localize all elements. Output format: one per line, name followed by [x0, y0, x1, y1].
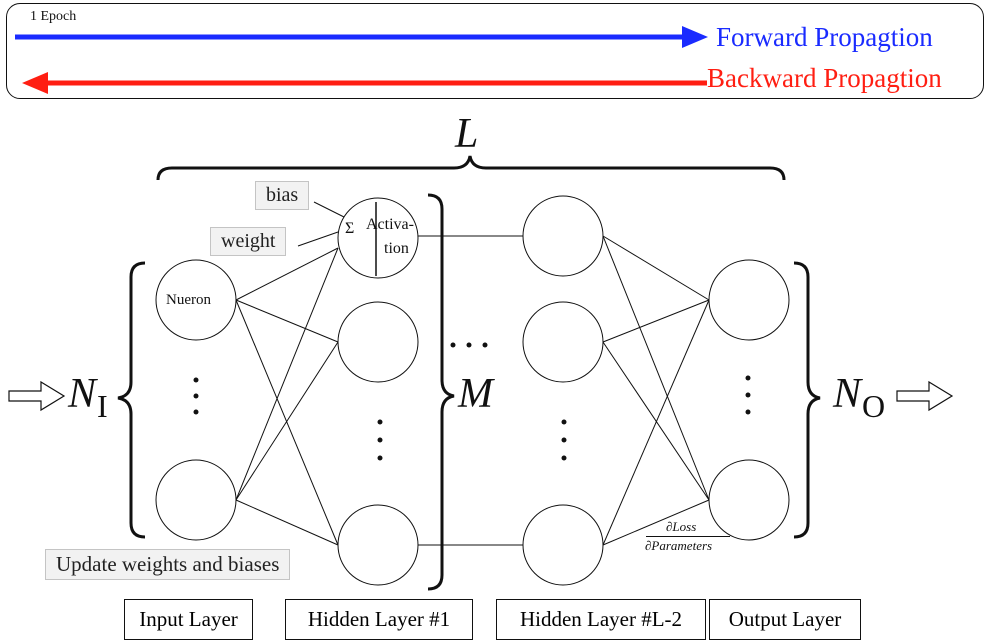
input-neuron-2 [155, 459, 237, 541]
layer-label-input: Input Layer [124, 599, 253, 640]
ellipsis-dots [193, 342, 751, 461]
layer-label-output: Output Layer [709, 599, 861, 640]
hidden1-neurons [337, 197, 419, 586]
layer-label-hidden-l2: Hidden Layer #L-2 [496, 599, 706, 640]
epoch-panel [6, 3, 984, 99]
connections-hidden-output [602, 235, 710, 546]
hidden1-neuron-1 [337, 197, 419, 279]
hidden-l2-neuron-1 [522, 195, 604, 277]
forward-propagation-label: Forward Propagtion [716, 22, 933, 52]
weight-pointer [297, 231, 339, 247]
forward-arrowhead [682, 26, 708, 48]
weight-tag: weight [210, 227, 287, 256]
input-layer-neurons [155, 259, 237, 541]
input-size-symbol: N [68, 371, 97, 417]
gradient-fraction-bar [646, 536, 730, 537]
hidden-l2-neuron-2 [522, 301, 604, 383]
layer-label-hidden-1: Hidden Layer #1 [285, 599, 473, 640]
backward-propagation-label: Backward Propagtion [707, 63, 942, 93]
output-neuron-1 [708, 259, 790, 341]
hidden-l2-neuron-3 [522, 504, 604, 586]
backward-arrowhead [22, 72, 48, 94]
width-brace [427, 193, 455, 591]
connections-hidden1-hidden-l2 [418, 235, 524, 546]
hidden-l2-neurons [522, 195, 604, 586]
output-neuron-2 [708, 459, 790, 541]
epoch-label: 1 Epoch [30, 9, 77, 24]
output-layer-neurons [708, 259, 790, 541]
depth-label: L [455, 111, 479, 157]
neuron-label: Nueron [166, 292, 211, 308]
depth-brace [156, 155, 786, 181]
width-symbol: M [458, 371, 493, 417]
connections-input-hidden1 [235, 247, 339, 546]
output-arrow [896, 380, 954, 412]
output-size-symbol: N [833, 371, 862, 417]
input-neuron-1 [155, 259, 237, 341]
hidden1-neuron-3 [337, 504, 419, 586]
bias-tag: bias [255, 181, 310, 210]
sum-symbol: Σ [345, 220, 355, 237]
activation-label-line2: tion [384, 240, 409, 257]
output-size-subscript: O [862, 388, 886, 424]
hidden1-neuron-2 [337, 301, 419, 383]
activation-label-line1: Activa- [366, 216, 414, 233]
input-size-subscript: I [97, 388, 108, 424]
gradient-denominator: ∂Parameters [645, 538, 713, 553]
gradient-numerator: ∂Loss [666, 519, 697, 534]
output-right-brace [793, 261, 821, 539]
input-left-brace [117, 261, 146, 539]
update-weights-tag: Update weights and biases [45, 549, 291, 580]
input-arrow [8, 380, 66, 412]
